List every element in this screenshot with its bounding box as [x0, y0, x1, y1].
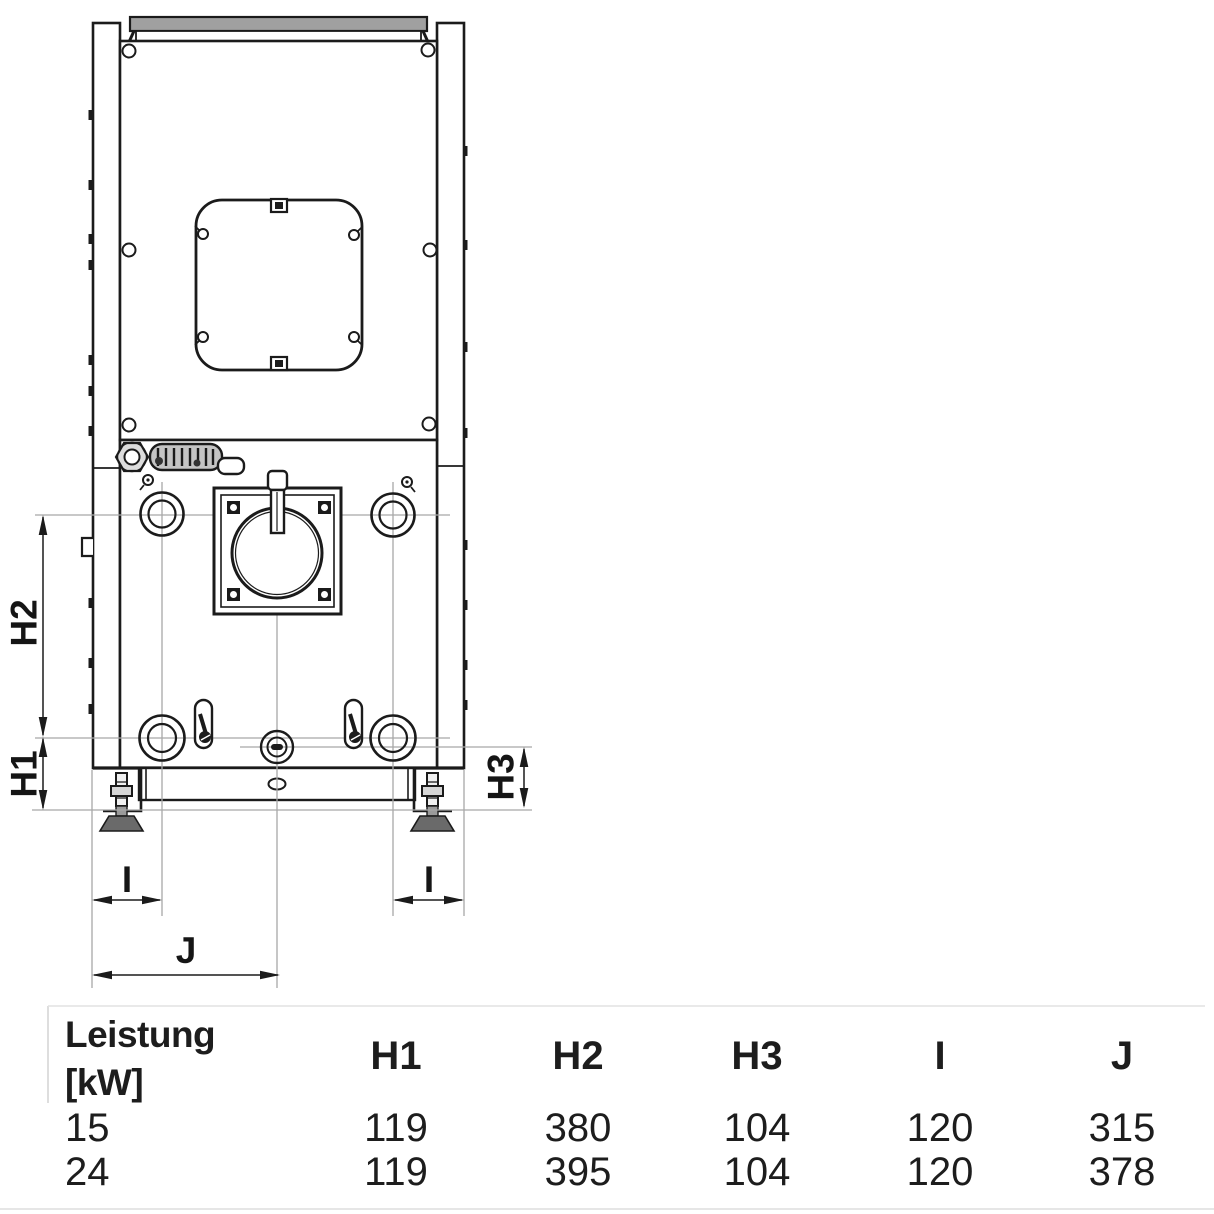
- pipe-connection-bottom-left: [138, 714, 186, 762]
- cell-15-h3: 104: [723, 1106, 791, 1150]
- cell-15-j: 315: [1088, 1106, 1156, 1150]
- cell-15-h1: 119: [364, 1106, 428, 1150]
- keyhole-slot-right: [343, 698, 364, 750]
- handle: [266, 469, 289, 535]
- small-screws: [139, 474, 416, 493]
- adjustable-foot-right: [409, 768, 456, 832]
- table-header-h2: H2: [552, 1034, 604, 1078]
- table-header-power-line1: Leistung: [65, 1014, 216, 1055]
- dimension-h1: H1: [4, 737, 48, 810]
- dimension-label-i-left: I: [122, 859, 132, 900]
- table-header-i: I: [934, 1034, 946, 1078]
- boiler-body: [80, 15, 468, 832]
- keyhole-slot-left: [193, 698, 214, 750]
- dimension-label-j: J: [176, 930, 197, 971]
- cell-24-h1: 119: [364, 1150, 428, 1194]
- pipe-connection-top-right: [370, 492, 416, 538]
- foot-pad-left: [98, 815, 145, 832]
- air-vent-grill: [148, 442, 224, 472]
- adjustable-foot-left: [98, 768, 145, 832]
- panel-fittings: [114, 42, 438, 765]
- cell-24-i: 120: [906, 1150, 974, 1194]
- dimension-h2: H2: [4, 515, 48, 737]
- dimension-label-h2: H2: [4, 599, 45, 646]
- cell-15-i: 120: [906, 1106, 974, 1150]
- pipe-connection-top-left: [139, 491, 185, 537]
- table-header-j: J: [1110, 1034, 1134, 1078]
- dimension-j: J: [92, 930, 280, 980]
- dimension-i-right: I: [393, 859, 464, 905]
- right-side-panel: [435, 21, 466, 770]
- dimension-i-left: I: [92, 859, 162, 905]
- cell-24-j: 378: [1088, 1150, 1156, 1194]
- left-side-panel: [91, 21, 122, 770]
- left-bracket-tab: [80, 536, 93, 558]
- pipe-connection-bottom-right: [369, 714, 417, 762]
- table-header-h3: H3: [731, 1034, 783, 1078]
- cell-24-h3: 104: [723, 1150, 791, 1194]
- cell-24-h2: 395: [544, 1150, 612, 1194]
- dimension-label-h3: H3: [481, 753, 522, 800]
- top-cover: [128, 15, 429, 33]
- cell-power-15: 15: [65, 1106, 110, 1150]
- dimension-label-h1: H1: [4, 750, 45, 797]
- service-port: [216, 456, 246, 476]
- panel-screws: [121, 42, 438, 433]
- dimensions: H2 H1 H3 I: [4, 515, 529, 980]
- cell-power-24: 24: [65, 1150, 110, 1194]
- inspection-door: [194, 197, 364, 372]
- hex-fitting: [114, 441, 150, 473]
- top-cover-strip: [135, 30, 422, 42]
- cell-15-h2: 380: [544, 1106, 612, 1150]
- table-frame-lines: [0, 1005, 1214, 1210]
- drain-connection: [259, 729, 295, 765]
- table-header-power-line2: [kW]: [65, 1062, 144, 1103]
- dimension-label-i-right: I: [424, 859, 434, 900]
- table-header-h1: H1: [370, 1034, 422, 1078]
- foot-pad-right: [409, 815, 456, 832]
- dimension-h3: H3: [481, 747, 529, 808]
- pipe-connections: [138, 491, 417, 762]
- hinge-bumps: [88, 110, 468, 714]
